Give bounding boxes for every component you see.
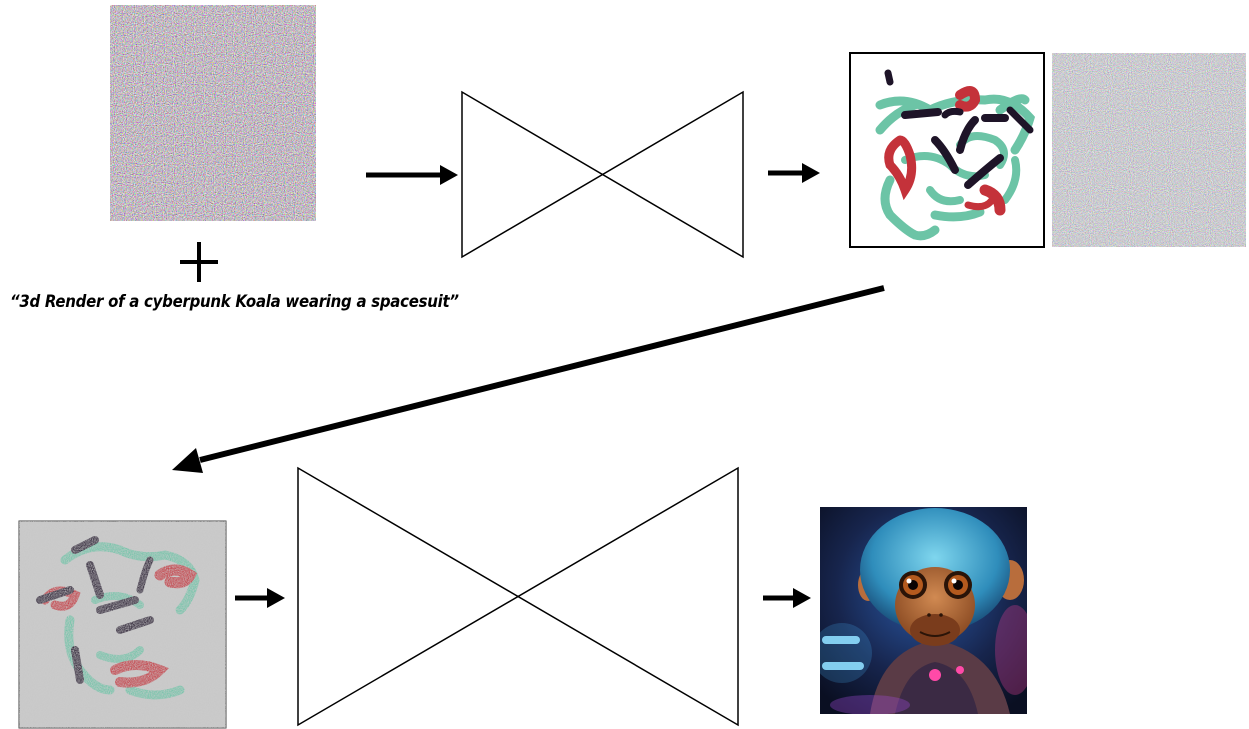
text-prompt: “3d Render of a cyberpunk Koala wearing … (10, 292, 459, 312)
noise-image (1052, 53, 1246, 247)
plus-icon (180, 242, 220, 282)
arrow-right-icon (768, 163, 820, 183)
arrow-right-icon (235, 588, 285, 608)
noisy-intermediate-image (18, 520, 227, 729)
generated-output-image (820, 507, 1027, 714)
bowtie-unet-icon (461, 90, 744, 259)
input-noise-image (110, 5, 316, 221)
bowtie-unet-icon (297, 466, 739, 727)
arrow-right-icon (763, 588, 811, 608)
arrow-right-icon (366, 165, 458, 185)
predicted-image (849, 52, 1045, 248)
arrow-diagonal-icon (172, 285, 885, 473)
